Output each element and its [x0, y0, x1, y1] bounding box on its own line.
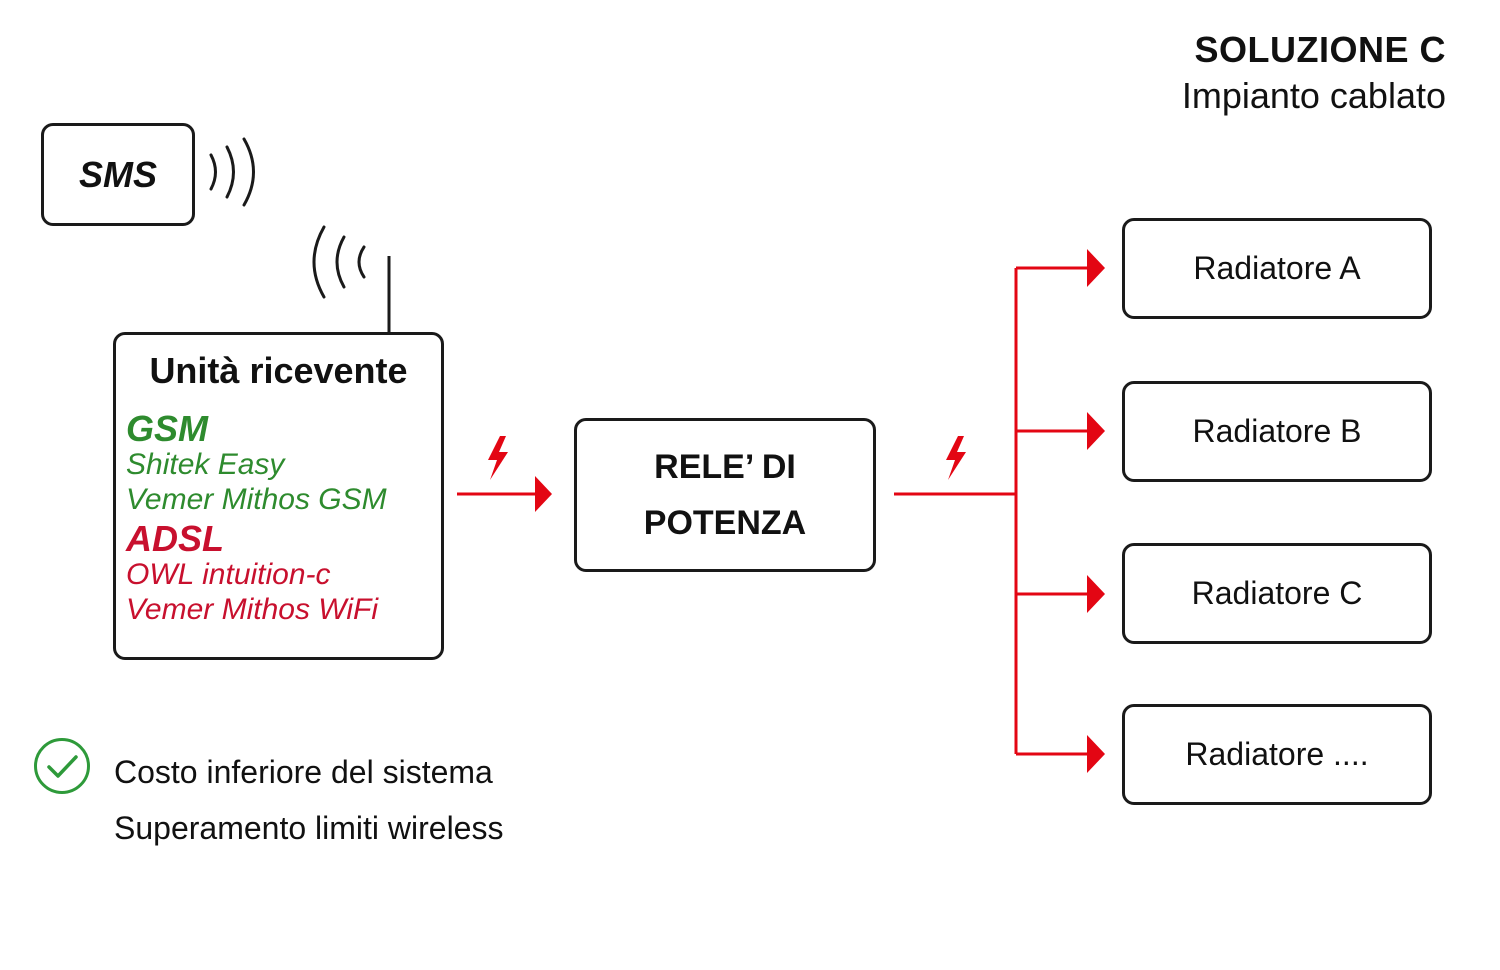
- solution-header: SOLUZIONE C Impianto cablato: [1182, 28, 1446, 120]
- power-relay-box: RELE’ DI POTENZA: [574, 418, 876, 572]
- radiator-box-more: Radiatore ....: [1122, 704, 1432, 805]
- arrowhead-radiator-c: [1087, 575, 1105, 613]
- arrowhead-radiator-more: [1087, 735, 1105, 773]
- radiator-label: Radiatore A: [1193, 250, 1361, 286]
- receiver-group-gsm: GSM Shitek Easy Vemer Mithos GSM: [126, 411, 441, 517]
- radiator-label: Radiatore C: [1191, 575, 1363, 611]
- radiator-label: Radiatore ....: [1185, 736, 1369, 772]
- benefit-item: Superamento limiti wireless: [114, 810, 504, 846]
- lightning-bolt-icon: [488, 436, 508, 480]
- arrowhead-radiator-b: [1087, 412, 1105, 450]
- relay-to-radiators-bus: [894, 266, 1090, 756]
- group-item: Vemer Mithos WiFi: [126, 593, 378, 626]
- group-item: Vemer Mithos GSM: [126, 483, 387, 516]
- receiver-unit-box: Unità ricevente GSM Shitek Easy Vemer Mi…: [113, 332, 444, 660]
- group-name-gsm: GSM: [126, 408, 209, 449]
- radiator-label: Radiatore B: [1192, 413, 1362, 449]
- arrowhead-radiator-a: [1087, 249, 1105, 287]
- sms-label: SMS: [78, 153, 157, 195]
- radiator-box-a: Radiatore A: [1122, 218, 1432, 319]
- receiver-group-adsl: ADSL OWL intuition-c Vemer Mithos WiFi: [126, 521, 441, 627]
- sms-box: SMS: [41, 123, 195, 226]
- relay-label-line1: RELE’ DI: [654, 448, 796, 486]
- relay-label-line2: POTENZA: [643, 504, 807, 542]
- receiver-title: Unità ricevente: [149, 350, 408, 391]
- check-circle-icon: [34, 738, 90, 794]
- sms-wireless-waves-icon: [209, 137, 255, 207]
- benefits-list: Costo inferiore del sistema Superamento …: [114, 744, 503, 856]
- solution-title: SOLUZIONE C: [1194, 29, 1446, 70]
- group-item: Shitek Easy: [126, 448, 285, 481]
- benefit-item: Costo inferiore del sistema: [114, 754, 493, 790]
- radiator-box-c: Radiatore C: [1122, 543, 1432, 644]
- group-name-adsl: ADSL: [126, 518, 224, 559]
- receiver-to-relay-arrow: [457, 476, 552, 512]
- radiator-box-b: Radiatore B: [1122, 381, 1432, 482]
- lightning-bolt-icon: [946, 436, 966, 480]
- antenna-waves-icon: [312, 225, 366, 299]
- group-item: OWL intuition-c: [126, 558, 331, 591]
- solution-subtitle: Impianto cablato: [1181, 75, 1446, 116]
- radiator-arrowheads: [1087, 249, 1105, 773]
